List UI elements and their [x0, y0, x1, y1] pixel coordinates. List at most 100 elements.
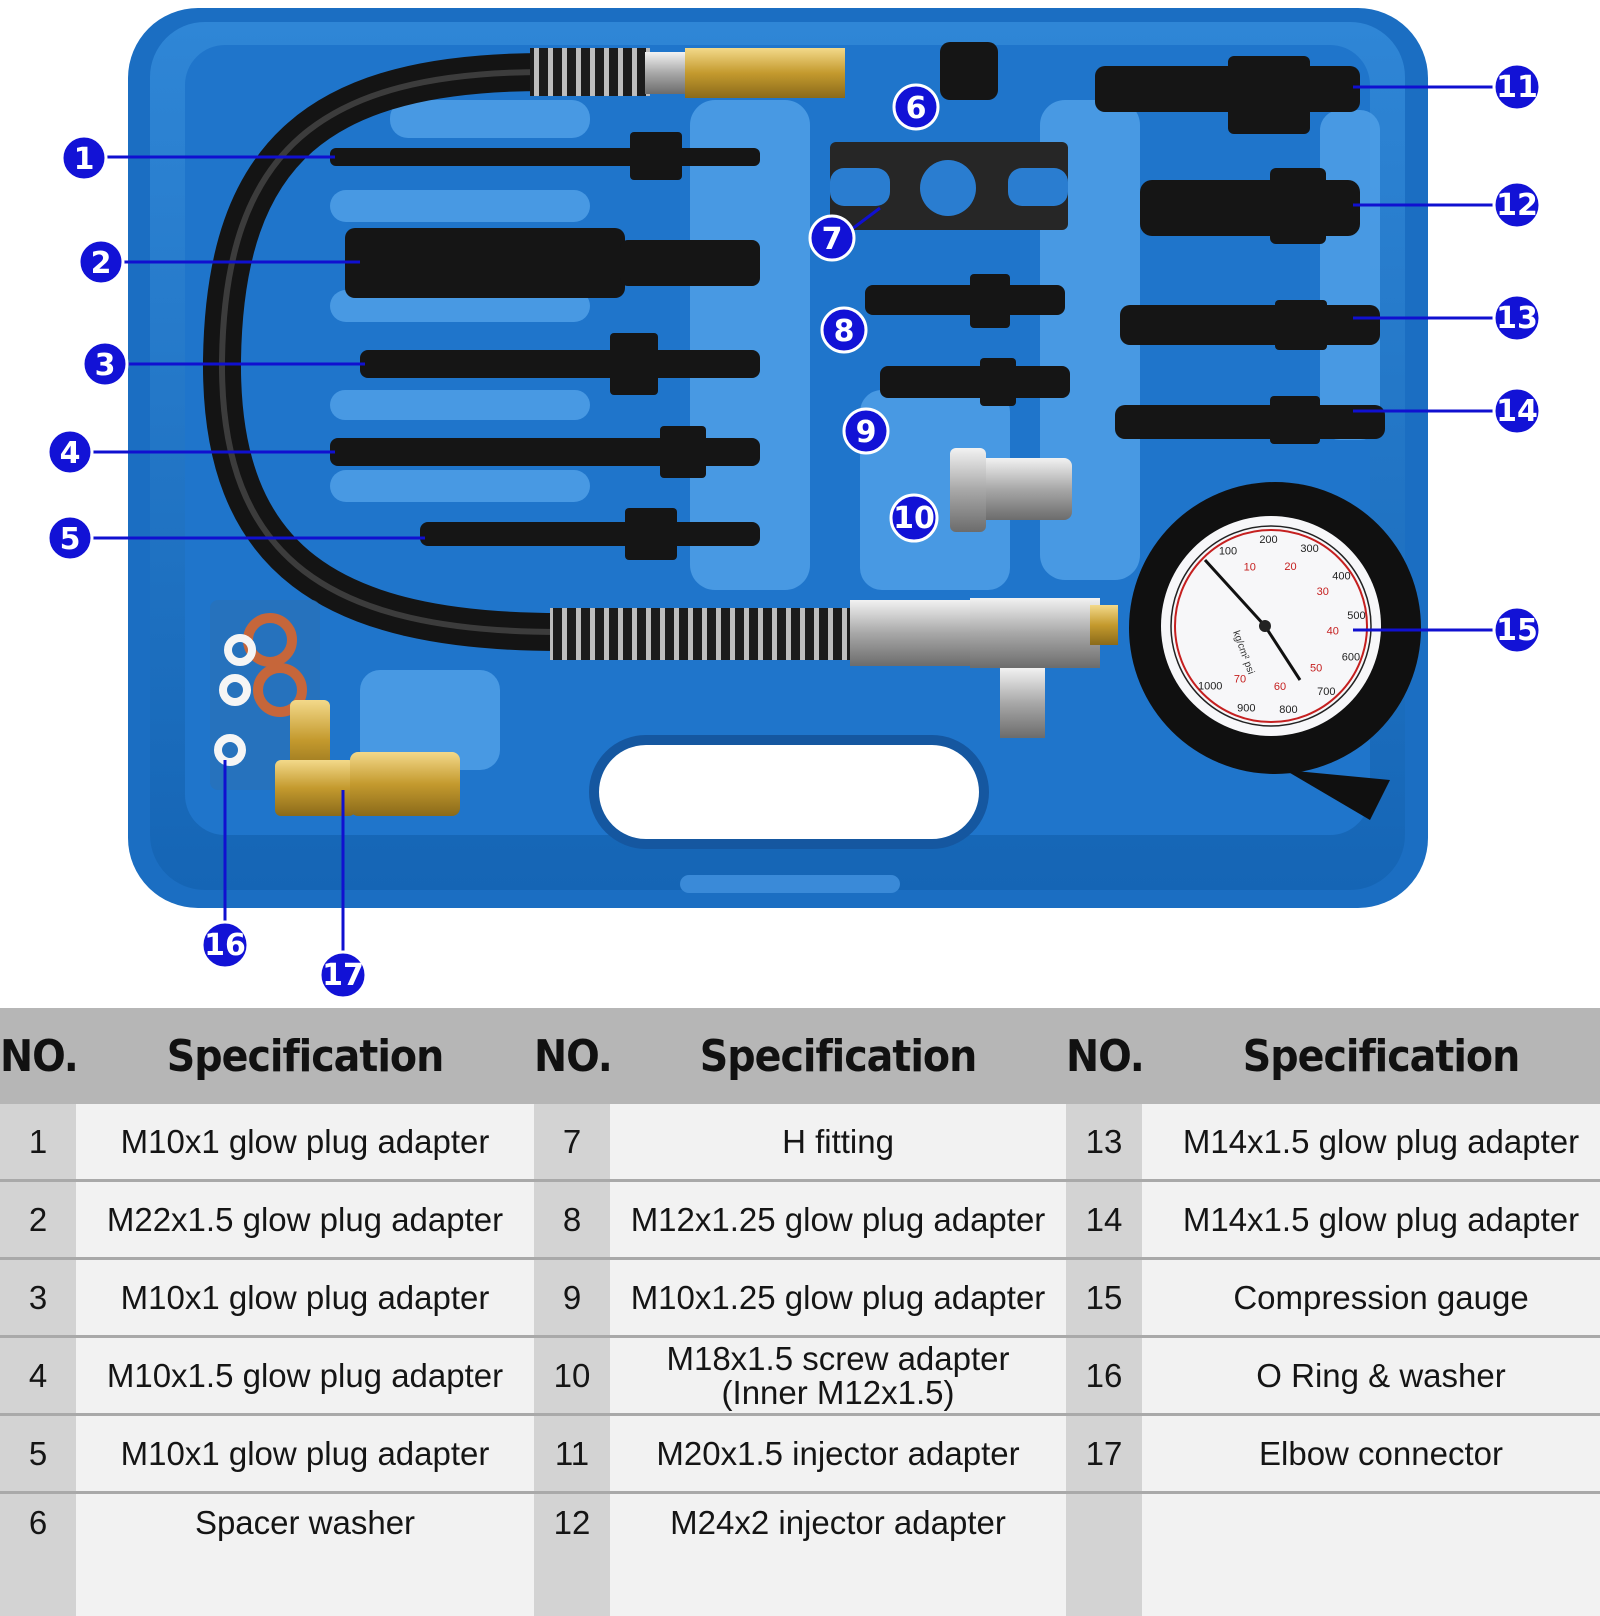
header-no-3: NO. [1066, 1008, 1142, 1104]
cell-spec-line1: M18x1.5 screw adapter [666, 1340, 1009, 1377]
header-spec-2: Specification [610, 1008, 1066, 1104]
table-header-row: NO. Specification NO. Specification NO. … [0, 1008, 1600, 1104]
table-row: 2 M22x1.5 glow plug adapter 8 M12x1.25 g… [0, 1181, 1600, 1259]
cell-spec: Elbow connector [1142, 1415, 1600, 1493]
svg-text:3: 3 [95, 348, 116, 383]
cell-spec: M20x1.5 injector adapter [610, 1415, 1066, 1493]
cell-spec: M14x1.5 glow plug adapter [1142, 1104, 1600, 1181]
gauge-scale-label: 500 [1347, 610, 1365, 622]
callout-13: 13 [1494, 295, 1540, 341]
svg-text:7: 7 [822, 222, 843, 257]
cell-no: 9 [534, 1259, 610, 1337]
svg-text:8: 8 [834, 314, 855, 349]
table-row: 4 M10x1.5 glow plug adapter 10 M18x1.5 s… [0, 1337, 1600, 1415]
cell-spec: M10x1.25 glow plug adapter [610, 1259, 1066, 1337]
svg-text:1: 1 [74, 142, 95, 177]
gauge-scale-label: 30 [1317, 586, 1329, 598]
header-spec-1: Specification [76, 1008, 534, 1104]
cell-spec: M10x1 glow plug adapter [76, 1104, 534, 1181]
callout-15: 15 [1494, 607, 1540, 653]
cell-no: 10 [534, 1337, 610, 1415]
gauge-scale-label: 1000 [1198, 681, 1222, 693]
cell-spec: H fitting [610, 1104, 1066, 1181]
cell-no: 17 [1066, 1415, 1142, 1493]
cell-spec: M24x2 injector adapter [610, 1493, 1066, 1616]
gauge-scale-label: 60 [1274, 681, 1286, 693]
callout-5: 5 [48, 516, 92, 560]
callout-16: 16 [202, 922, 248, 968]
svg-text:14: 14 [1496, 394, 1538, 429]
svg-text:6: 6 [906, 91, 927, 126]
callout-2: 2 [79, 240, 123, 284]
table-row: 5 M10x1 glow plug adapter 11 M20x1.5 inj… [0, 1415, 1600, 1493]
callout-1: 1 [62, 136, 106, 180]
callout-11: 11 [1494, 64, 1540, 110]
callout-12: 12 [1494, 182, 1540, 228]
gauge-scale-label: 400 [1332, 571, 1350, 583]
svg-text:5: 5 [60, 522, 81, 557]
cell-spec: M12x1.25 glow plug adapter [610, 1181, 1066, 1259]
gauge-scale-label: 40 [1327, 625, 1339, 637]
cell-no: 12 [534, 1493, 610, 1616]
callout-3: 3 [83, 342, 127, 386]
callout-9: 9 [844, 409, 888, 453]
svg-text:11: 11 [1496, 70, 1538, 105]
gauge-scale-label: 300 [1300, 543, 1318, 555]
gauge-scale-label: 200 [1259, 534, 1277, 546]
cell-no: 1 [0, 1104, 76, 1181]
cell-spec: O Ring & washer [1142, 1337, 1600, 1415]
cell-no: 14 [1066, 1181, 1142, 1259]
gauge-scale-label: 800 [1279, 704, 1297, 716]
screw-adapter [950, 448, 1072, 532]
svg-text:13: 13 [1496, 301, 1538, 336]
table-row: 6 Spacer washer 12 M24x2 injector adapte… [0, 1493, 1600, 1616]
cell-no: 15 [1066, 1259, 1142, 1337]
gauge-scale-label: 50 [1310, 662, 1322, 674]
svg-text:2: 2 [91, 246, 112, 281]
cell-spec: Spacer washer [76, 1493, 534, 1616]
callout-10: 10 [891, 495, 937, 541]
cell-spec-two-line: M18x1.5 screw adapter(Inner M12x1.5) [610, 1337, 1066, 1415]
header-spec-3: Specification [1142, 1008, 1600, 1104]
specification-table: NO. Specification NO. Specification NO. … [0, 1008, 1600, 1616]
cell-no: 5 [0, 1415, 76, 1493]
cell-no: 6 [0, 1493, 76, 1616]
cell-no: 13 [1066, 1104, 1142, 1181]
cell-no: 3 [0, 1259, 76, 1337]
callout-6: 6 [894, 85, 938, 129]
svg-text:12: 12 [1496, 188, 1538, 223]
svg-text:10: 10 [893, 501, 935, 536]
cell-no: 8 [534, 1181, 610, 1259]
cell-spec: M10x1 glow plug adapter [76, 1259, 534, 1337]
cell-spec: M14x1.5 glow plug adapter [1142, 1181, 1600, 1259]
cell-spec [1142, 1493, 1600, 1616]
gauge-scale-label: 900 [1237, 702, 1255, 714]
cell-spec: M10x1.5 glow plug adapter [76, 1337, 534, 1415]
gauge-scale-label: 70 [1234, 674, 1246, 686]
svg-text:15: 15 [1496, 613, 1538, 648]
cell-spec-line2: (Inner M12x1.5) [722, 1374, 955, 1411]
svg-text:9: 9 [856, 415, 877, 450]
gauge-scale-label: 10 [1244, 562, 1256, 574]
gauge-scale-label: 700 [1317, 686, 1335, 698]
cell-spec: M22x1.5 glow plug adapter [76, 1181, 534, 1259]
svg-text:17: 17 [322, 958, 364, 993]
callout-17: 17 [320, 952, 366, 998]
header-no-1: NO. [0, 1008, 76, 1104]
gauge-scale-label: 600 [1342, 652, 1360, 664]
callout-7: 7 [810, 216, 854, 260]
table-row: 1 M10x1 glow plug adapter 7 H fitting 13… [0, 1104, 1600, 1181]
header-no-2: NO. [534, 1008, 610, 1104]
gauge-scale-label: 100 [1219, 545, 1237, 557]
cell-no: 7 [534, 1104, 610, 1181]
svg-text:16: 16 [204, 928, 246, 963]
cell-spec: Compression gauge [1142, 1259, 1600, 1337]
callout-4: 4 [48, 430, 92, 474]
cell-no: 2 [0, 1181, 76, 1259]
cell-spec: M10x1 glow plug adapter [76, 1415, 534, 1493]
cell-no: 16 [1066, 1337, 1142, 1415]
cell-no: 4 [0, 1337, 76, 1415]
cell-no [1066, 1493, 1142, 1616]
callout-8: 8 [822, 308, 866, 352]
